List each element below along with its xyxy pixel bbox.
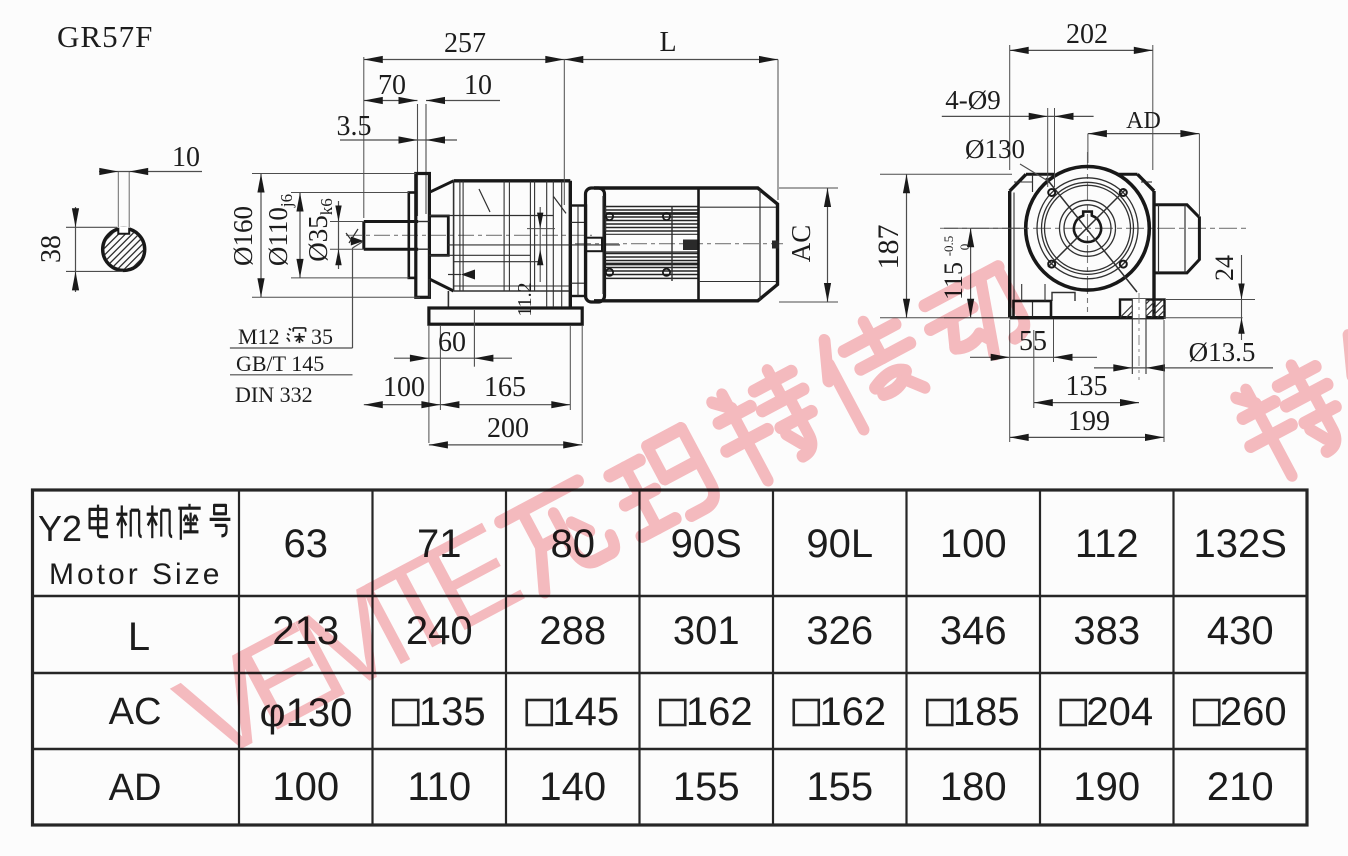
svg-text:165: 165 — [484, 372, 526, 403]
svg-text:Ø13.5: Ø13.5 — [1189, 337, 1256, 367]
svg-text:100: 100 — [272, 765, 339, 809]
svg-text:257: 257 — [444, 28, 486, 59]
svg-text:70: 70 — [378, 70, 406, 101]
svg-text:VEMTE: VEMTE — [156, 497, 537, 789]
svg-text:190: 190 — [1073, 765, 1140, 809]
svg-text:185: 185 — [953, 690, 1020, 734]
svg-text:Ø35k6: Ø35k6 — [303, 198, 336, 262]
svg-text:L: L — [128, 615, 150, 659]
svg-text:100: 100 — [383, 372, 425, 403]
svg-text:AD: AD — [109, 767, 162, 809]
svg-text:90S: 90S — [671, 522, 742, 566]
svg-text:Ø130: Ø130 — [965, 134, 1025, 164]
svg-text:135: 135 — [1066, 371, 1108, 402]
svg-text:155: 155 — [806, 765, 873, 809]
svg-text:11.2: 11.2 — [514, 282, 536, 316]
svg-text:112: 112 — [1075, 522, 1139, 566]
svg-text:0: 0 — [957, 244, 972, 251]
svg-text:Ø110j6: Ø110j6 — [263, 194, 296, 266]
svg-text:M12: M12 — [238, 324, 280, 349]
svg-text:GR57F: GR57F — [57, 19, 153, 54]
svg-text:-0.5: -0.5 — [941, 236, 956, 257]
svg-text:DIN 332: DIN 332 — [235, 382, 313, 407]
svg-text:199: 199 — [1068, 406, 1110, 437]
svg-text:AD: AD — [1126, 108, 1161, 134]
svg-text:301: 301 — [673, 609, 740, 653]
svg-text:162: 162 — [819, 690, 886, 734]
svg-text:4-Ø9: 4-Ø9 — [945, 85, 1001, 115]
svg-text:213: 213 — [272, 609, 339, 653]
svg-text:204: 204 — [1086, 690, 1153, 734]
svg-text:Ø160: Ø160 — [228, 206, 258, 266]
svg-text:240: 240 — [406, 609, 473, 653]
svg-text:φ130: φ130 — [260, 691, 353, 735]
svg-text:90L: 90L — [806, 522, 873, 566]
svg-text:260: 260 — [1220, 690, 1287, 734]
svg-text:162: 162 — [686, 690, 753, 734]
svg-text:210: 210 — [1207, 765, 1274, 809]
svg-text:24: 24 — [1210, 255, 1239, 281]
svg-text:288: 288 — [539, 609, 606, 653]
svg-text:Motor Size: Motor Size — [49, 558, 222, 591]
svg-text:132S: 132S — [1194, 522, 1287, 566]
svg-text:187: 187 — [872, 225, 905, 270]
svg-text:60: 60 — [438, 327, 466, 358]
svg-text:200: 200 — [487, 413, 529, 444]
svg-text:326: 326 — [806, 609, 873, 653]
svg-text:145: 145 — [552, 690, 619, 734]
svg-text:35: 35 — [311, 324, 333, 349]
svg-text:10: 10 — [464, 70, 492, 101]
svg-text:38: 38 — [36, 235, 67, 263]
svg-text:3.5: 3.5 — [337, 111, 372, 142]
svg-text:135: 135 — [419, 690, 486, 734]
svg-text:AC: AC — [786, 225, 816, 263]
svg-text:AC: AC — [109, 691, 162, 733]
svg-text:Y2: Y2 — [38, 508, 82, 549]
svg-text:140: 140 — [539, 765, 606, 809]
svg-text:383: 383 — [1073, 609, 1140, 653]
svg-text:110: 110 — [407, 765, 471, 809]
svg-text:71: 71 — [417, 522, 462, 566]
svg-text:180: 180 — [940, 765, 1007, 809]
svg-text:430: 430 — [1207, 609, 1274, 653]
svg-text:155: 155 — [673, 765, 740, 809]
svg-text:63: 63 — [284, 522, 329, 566]
svg-text:L: L — [659, 27, 676, 58]
svg-text:202: 202 — [1066, 19, 1108, 50]
svg-text:346: 346 — [940, 609, 1007, 653]
svg-text:GB/T 145: GB/T 145 — [236, 351, 324, 376]
svg-text:10: 10 — [172, 142, 200, 173]
svg-text:100: 100 — [940, 522, 1007, 566]
